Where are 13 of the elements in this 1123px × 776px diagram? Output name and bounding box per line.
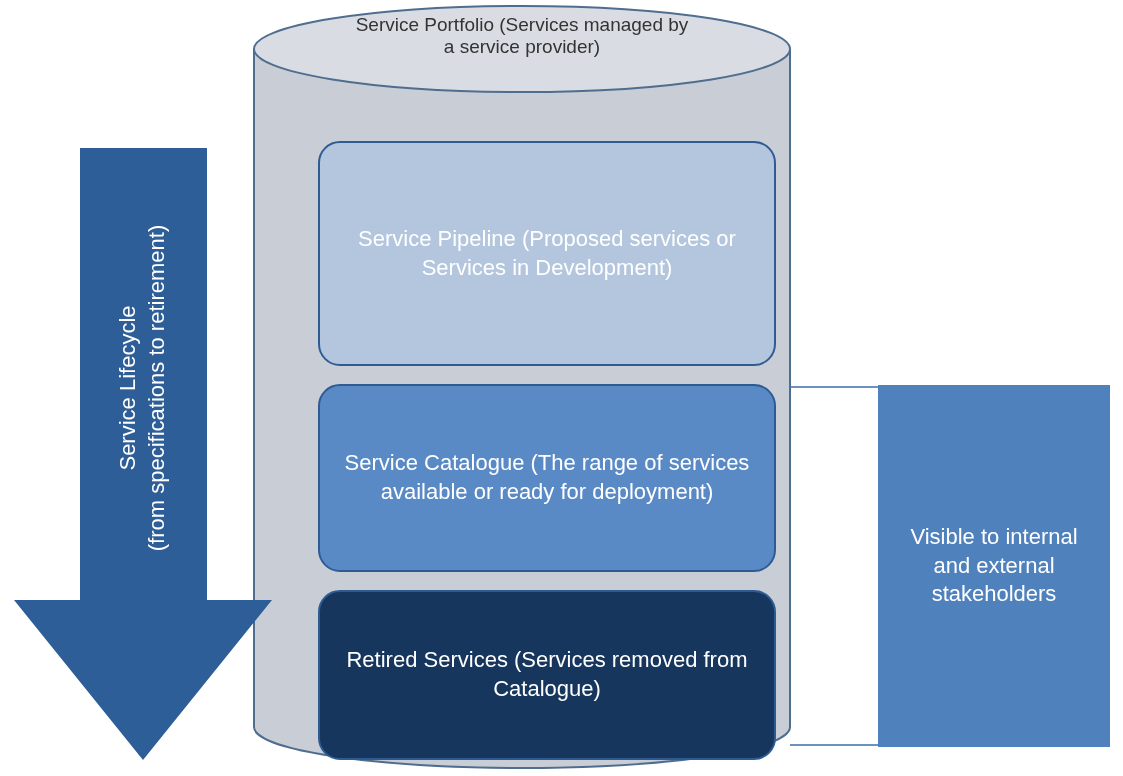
retired-box xyxy=(318,590,776,760)
connector-line xyxy=(789,744,879,746)
catalogue-box xyxy=(318,384,776,572)
arrow-text: (from specifications to retirement) xyxy=(143,223,170,554)
cylinder-title: Service Portfolio (Services managed by a service provider) xyxy=(354,14,690,58)
connector-line xyxy=(789,386,879,388)
arrow-text: Service Lifecycle xyxy=(114,304,142,473)
box-text: Retired Services (Services removed from Catalogue) xyxy=(345,646,749,703)
pipeline-box xyxy=(318,141,776,366)
box-text: Service Pipeline (Proposed services or Services in Development) xyxy=(357,224,737,282)
box-text: Service Catalogue (The range of services available or ready for deployment) xyxy=(343,449,751,506)
stakeholders-box xyxy=(878,385,1110,747)
box-text: Visible to internal and external stakeholders xyxy=(909,523,1079,609)
